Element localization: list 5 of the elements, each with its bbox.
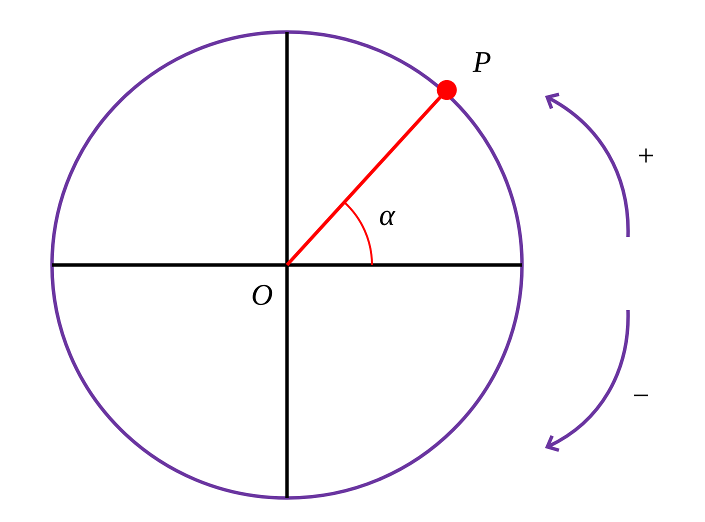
point-label: P xyxy=(472,52,490,72)
sign-label: + xyxy=(639,148,653,162)
sign-label: − xyxy=(634,394,648,396)
angle-label: α xyxy=(380,210,396,226)
point-label: O xyxy=(252,284,272,306)
